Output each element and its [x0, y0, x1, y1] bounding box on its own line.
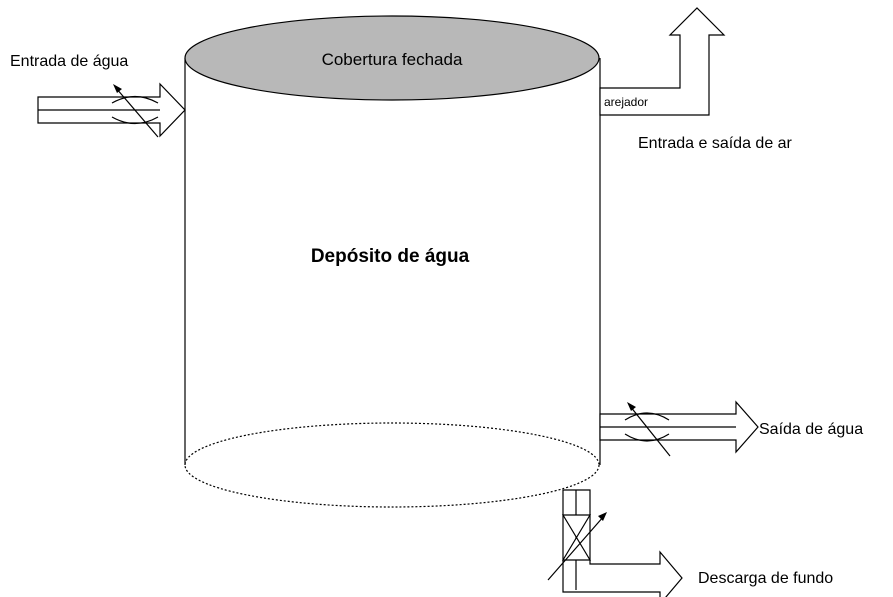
outlet-meter-needle-head — [627, 402, 636, 411]
air-vent — [599, 7, 726, 116]
inlet-meter-needle — [115, 87, 159, 138]
water-outlet — [599, 400, 759, 457]
drain-arrow — [562, 489, 683, 597]
drain-valve-needle — [547, 515, 605, 581]
tank — [184, 15, 601, 508]
outlet-flow-meter-top — [624, 412, 670, 421]
tank-label: Depósito de água — [311, 246, 470, 267]
outlet-meter-needle — [629, 405, 671, 457]
water-inlet-label: Entrada de água — [10, 53, 128, 70]
inlet-flow-meter-top — [111, 95, 159, 104]
inlet-flow-meter-bottom — [111, 116, 159, 125]
inlet-meter-needle-head — [113, 84, 122, 93]
air-label: Entrada e saída de ar — [638, 135, 793, 152]
drain-valve-needle-head — [598, 512, 607, 521]
air-vent-arrow — [599, 7, 726, 116]
bottom-drain-label: Descarga de fundo — [698, 570, 833, 587]
tank-cover — [184, 15, 600, 101]
outlet-flow-meter-bottom — [624, 433, 670, 442]
cover-label: Cobertura fechada — [322, 50, 463, 69]
tank-bottom — [184, 422, 600, 508]
bottom-drain — [547, 489, 683, 597]
water-inlet — [37, 82, 186, 138]
drain-valve — [561, 514, 592, 561]
water-outlet-label: Saída de água — [759, 421, 863, 438]
aerator-label: arejador — [604, 95, 648, 109]
